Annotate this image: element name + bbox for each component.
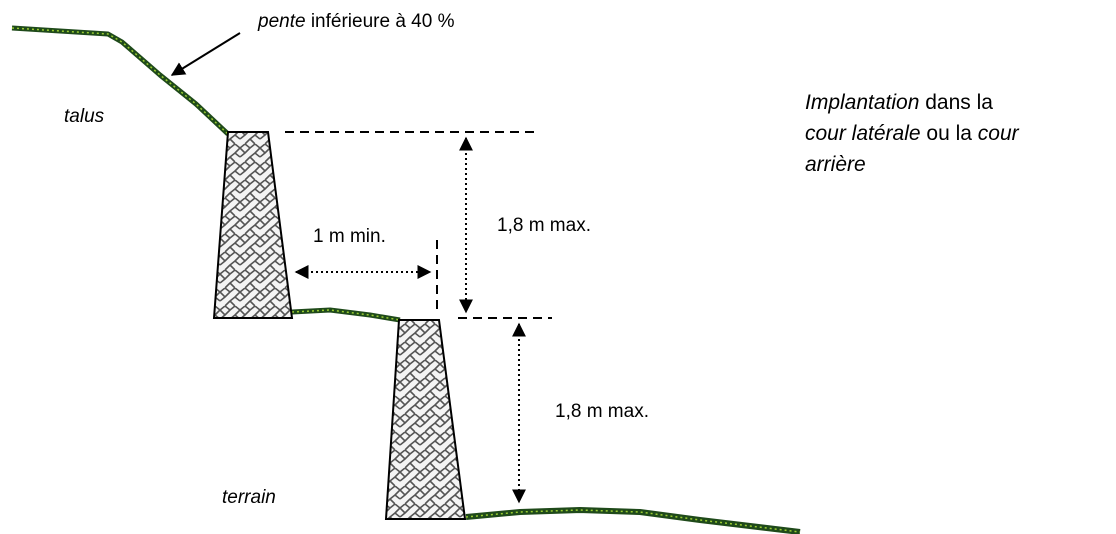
talus-label: talus xyxy=(64,106,105,127)
upper-slope-ground-highlight xyxy=(11,27,229,135)
placement-note-italic-2b: cour xyxy=(978,122,1020,145)
slope-annotation: pente inférieure à 40 % xyxy=(257,11,455,32)
placement-note-text-2: ou la xyxy=(921,122,978,145)
lower-height-label: 1,8 m max. xyxy=(555,401,649,422)
svg-text:Implantation dans la: Implantation dans la xyxy=(805,91,993,114)
middle-ground xyxy=(291,307,401,323)
placement-note-text-1: dans la xyxy=(919,91,993,114)
slope-pointer-arrow xyxy=(170,32,241,76)
slope-annotation-italic: pente xyxy=(257,11,306,32)
spacing-label: 1 m min. xyxy=(313,226,386,247)
terrain-label: terrain xyxy=(222,487,276,508)
lower-retaining-wall xyxy=(384,319,467,520)
placement-note: Implantation dans la cour latérale ou la… xyxy=(805,91,1020,176)
upper-retaining-wall xyxy=(212,131,294,319)
lower-ground xyxy=(465,507,801,534)
svg-text:cour latérale ou la cour: cour latérale ou la cour xyxy=(805,122,1020,145)
placement-note-italic-1: Implantation xyxy=(805,91,919,114)
upper-slope-ground xyxy=(11,25,230,136)
slope-annotation-rest: inférieure à 40 % xyxy=(306,11,455,32)
lower-ground-highlight xyxy=(465,509,801,533)
upper-height-label: 1,8 m max. xyxy=(497,215,591,236)
placement-note-italic-3: arrière xyxy=(805,153,866,176)
placement-note-italic-2a: cour latérale xyxy=(805,122,921,145)
